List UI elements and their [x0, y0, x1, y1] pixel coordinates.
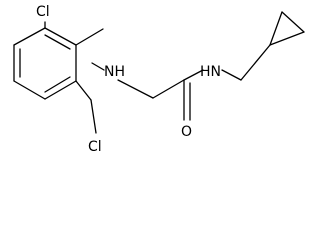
bond-ring-nh: [75, 28, 104, 46]
cyclopropyl-bond: [269, 31, 305, 46]
bond-ch2-carbonyl: [152, 79, 185, 99]
ring-bond: [13, 80, 46, 100]
bond-nh-ch2-methyl: [221, 69, 242, 81]
atom-nh-amide: HN: [200, 64, 221, 80]
bond-ring-cl-bottom: [75, 80, 92, 101]
bond-carbonyl-nh: [183, 69, 204, 81]
cyclopropyl-bond: [281, 11, 305, 33]
ring-bond: [13, 27, 46, 46]
ring-bond: [44, 80, 77, 100]
atom-cl-bottom: Cl: [88, 139, 102, 155]
bond-cl-bottom-ext: [90, 99, 97, 134]
atom-o: O: [181, 124, 192, 140]
atom-nh-aniline: NH: [104, 64, 125, 80]
atom-cl-top: Cl: [36, 4, 50, 20]
cyclopropyl-ring: [269, 11, 305, 46]
bond-ring-to-nh: [91, 62, 105, 71]
cyclopropyl-bond: [269, 11, 283, 46]
molecule-structure: Cl Cl NH O HN: [13, 4, 305, 155]
ring-bond: [44, 27, 77, 46]
bond-ch2-cyclopropyl: [240, 44, 271, 81]
ring-double-bond: [44, 34, 71, 50]
ring-double-bond: [44, 76, 71, 93]
bond-nh-ch2: [117, 79, 154, 99]
benzene-ring: [13, 27, 77, 100]
